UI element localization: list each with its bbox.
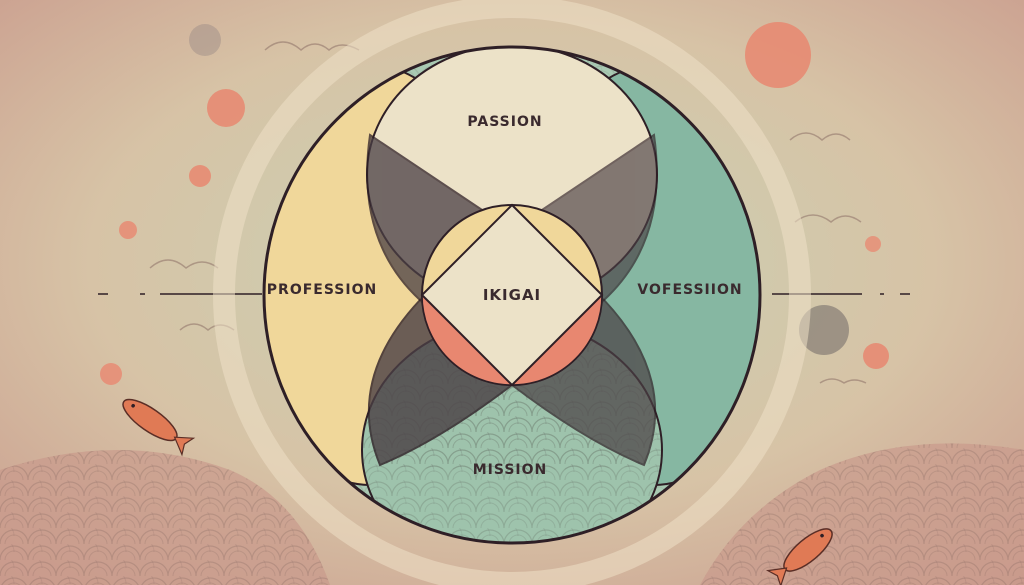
label-passion: PASSION (467, 114, 542, 130)
cloud-decorations (149, 41, 867, 384)
dot-decoration (863, 343, 889, 369)
dot-decoration (865, 236, 881, 252)
koi-fish-right (765, 528, 833, 585)
dot-decoration (119, 221, 137, 239)
koi-fish-left (122, 398, 196, 457)
dot-decoration (100, 363, 122, 385)
venn-group (264, 47, 760, 543)
dot-decoration (189, 24, 221, 56)
label-mission: MISSION (473, 462, 548, 478)
sun-decoration (745, 22, 811, 88)
label-profession: PROFESSION (267, 282, 377, 298)
outer-circle (262, 45, 762, 545)
dot-decoration (799, 305, 849, 355)
ikigai-diamond (420, 203, 604, 387)
label-ikigai: IKIGAI (483, 286, 541, 304)
label-vocation: VOFESSIION (637, 282, 742, 298)
halo-ring (213, 0, 811, 585)
dot-decoration (207, 89, 245, 127)
dot-decoration (189, 165, 211, 187)
